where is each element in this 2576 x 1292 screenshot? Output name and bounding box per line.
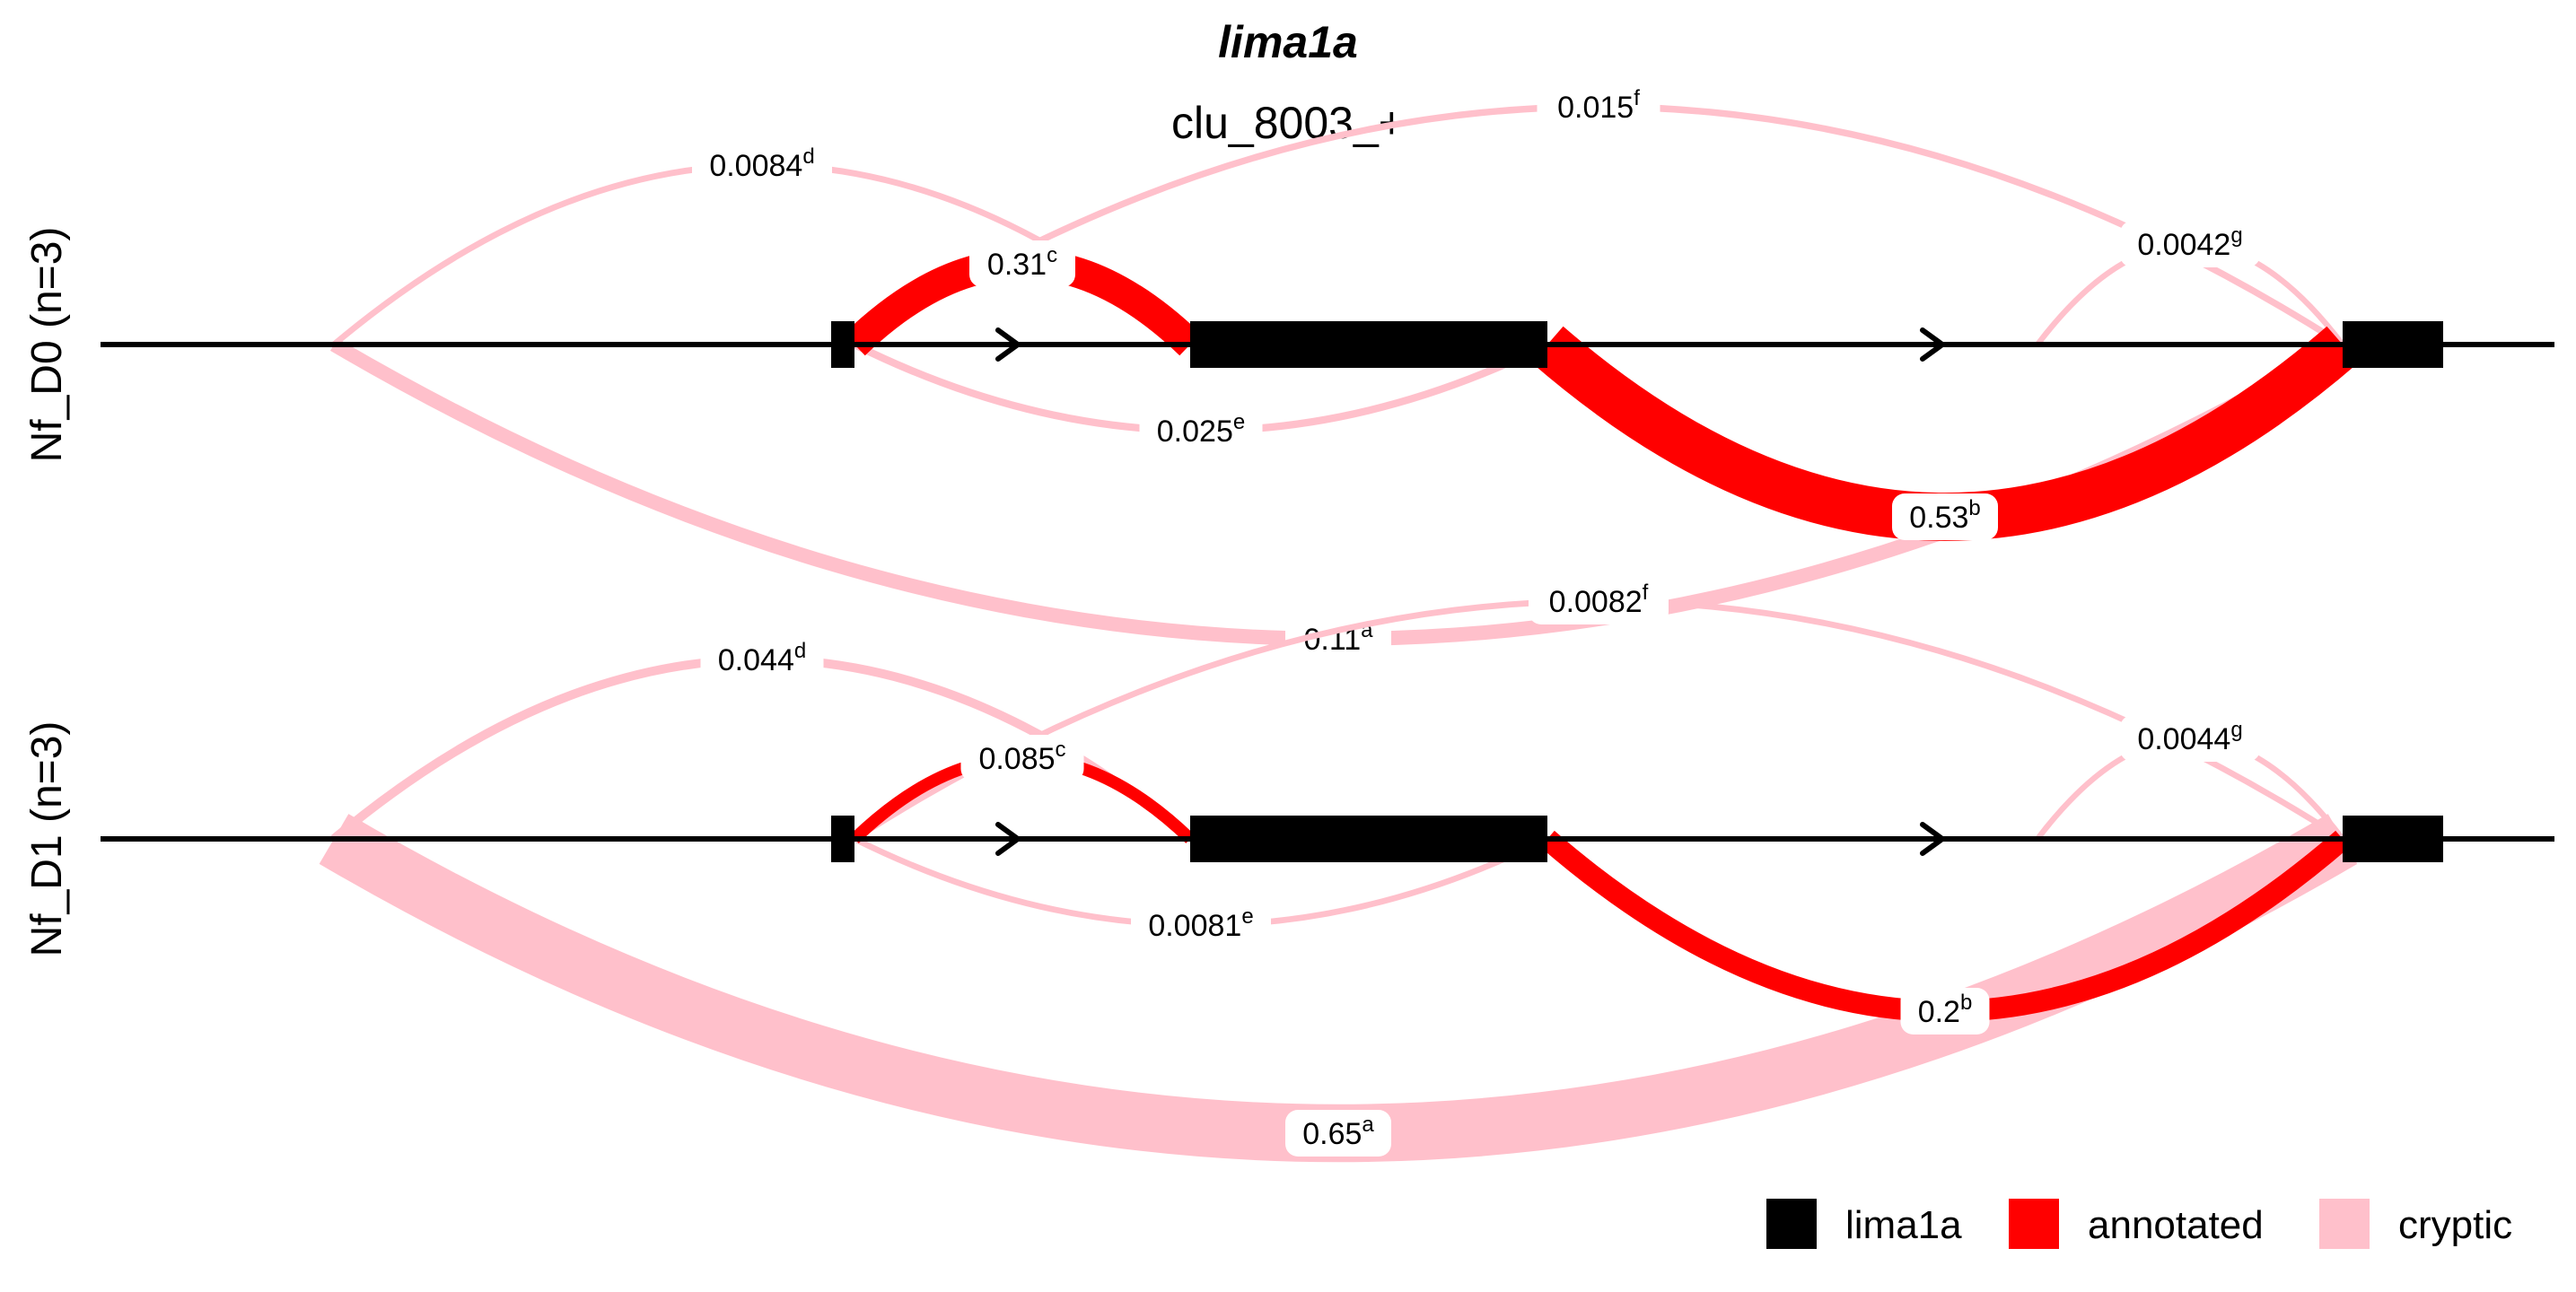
junction-arcs: [319, 598, 2358, 1163]
svg-text:0.0042g: 0.0042g: [2137, 223, 2242, 262]
panels: Nf_D0 (n=3)0.11a0.015f0.0084d0.025e0.004…: [23, 83, 2554, 1163]
svg-text:0.2b: 0.2b: [1918, 991, 1973, 1029]
svg-text:0.65a: 0.65a: [1302, 1113, 1374, 1151]
junction-label-e: 0.025e: [1139, 407, 1263, 454]
junction-label-c: 0.085c: [960, 735, 1084, 781]
legend-swatch: [1766, 1199, 1817, 1249]
legend-swatch: [2009, 1199, 2059, 1249]
junction-label-f: 0.0082f: [1529, 578, 1669, 624]
exon-1: [831, 321, 854, 368]
legend-label: lima1a: [1845, 1203, 1962, 1247]
strand-arrow: [1920, 327, 1945, 362]
legend: lima1a annotated cryptic: [1766, 1199, 2512, 1249]
junction-labels: 0.65a 0.0082f 0.044d 0.0081e 0.0044g 0.2b 0.08…: [700, 578, 2260, 1157]
legend-item-annotated: annotated: [2009, 1199, 2264, 1249]
strand-arrow: [995, 327, 1021, 362]
strand-arrow: [995, 822, 1021, 856]
svg-text:0.0082f: 0.0082f: [1549, 581, 1649, 619]
svg-text:0.025e: 0.025e: [1157, 410, 1245, 449]
panel-1: Nf_D0 (n=3)0.11a0.015f0.0084d0.025e0.004…: [23, 83, 2554, 662]
chart-subtitle: clu_8003_+: [1171, 98, 1405, 148]
junction-arc-b: [1531, 326, 2359, 541]
svg-text:0.015f: 0.015f: [1557, 86, 1640, 125]
junction-label-b: 0.53b: [1892, 493, 1998, 540]
panel-2: Nf_D1 (n=3) 0.65a 0.0082f 0.044d 0.0081e 0.00…: [23, 578, 2554, 1163]
junction-labels: 0.11a0.015f0.0084d0.025e0.0042g0.53b0.31…: [692, 83, 2260, 662]
exon-2: [1190, 816, 1547, 862]
junction-label-f: 0.015f: [1537, 83, 1660, 130]
junction-arc-f: [853, 598, 2344, 842]
junction-label-d: 0.0084d: [692, 142, 832, 188]
junction-label-g: 0.0044g: [2120, 715, 2260, 762]
junction-label-g: 0.0042g: [2120, 221, 2260, 267]
svg-text:0.044d: 0.044d: [718, 639, 806, 677]
junction-label-c: 0.31c: [969, 240, 1075, 287]
junction-label-b: 0.2b: [1900, 988, 1990, 1034]
legend-item-lima1a: lima1a: [1766, 1199, 1962, 1249]
junction-label-e: 0.0081e: [1131, 902, 1271, 948]
svg-text:0.085c: 0.085c: [978, 738, 1065, 776]
exon-3: [2343, 321, 2443, 368]
chart-title: lima1a: [1218, 17, 1358, 67]
svg-text:0.53b: 0.53b: [1909, 496, 1981, 535]
svg-text:0.31c: 0.31c: [987, 243, 1057, 282]
svg-text:0.0084d: 0.0084d: [709, 144, 814, 183]
junction-label-d: 0.044d: [700, 636, 824, 683]
exon-1: [831, 816, 854, 862]
junction-arc-f: [853, 103, 2344, 348]
strand-arrow: [1920, 822, 1945, 856]
svg-text:0.0044g: 0.0044g: [2137, 718, 2242, 756]
panel-label: Nf_D1 (n=3): [23, 721, 71, 957]
exon-2: [1190, 321, 1547, 368]
junction-label-a: 0.65a: [1285, 1110, 1391, 1157]
junction-arc-a: [319, 814, 2358, 1163]
svg-text:0.0081e: 0.0081e: [1148, 904, 1253, 943]
exon-3: [2343, 816, 2443, 862]
legend-label: cryptic: [2398, 1203, 2512, 1247]
junction-arcs: [329, 103, 2359, 646]
legend-label: annotated: [2088, 1203, 2264, 1247]
legend-swatch: [2319, 1199, 2370, 1249]
panel-label: Nf_D0 (n=3): [23, 227, 71, 463]
legend-item-cryptic: cryptic: [2319, 1199, 2512, 1249]
junction-arc-b: [1540, 830, 2350, 1022]
